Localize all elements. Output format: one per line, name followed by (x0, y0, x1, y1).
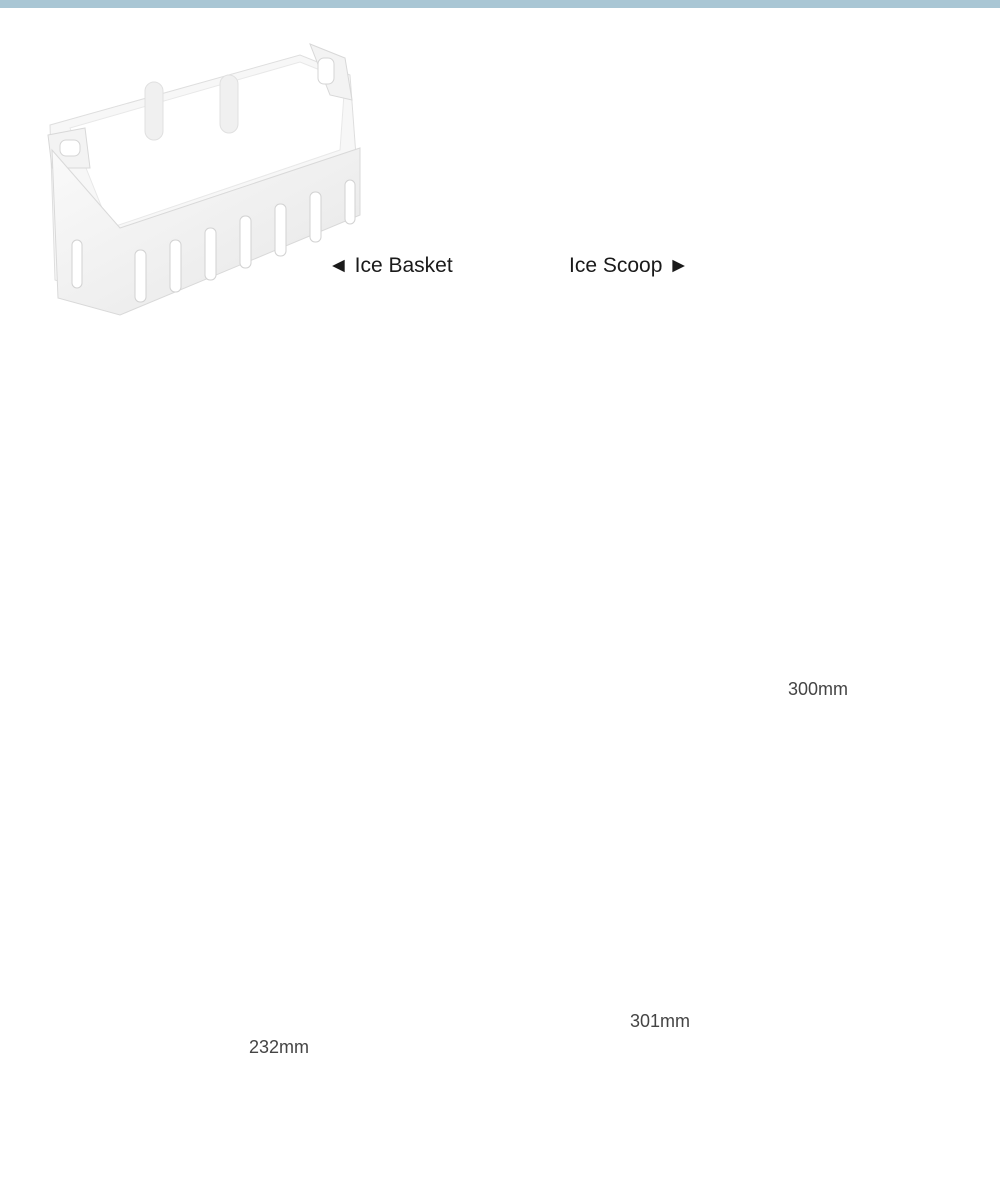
ice-scoop-label: Ice Scoop ► (569, 254, 690, 277)
height-dimension-label: 300mm (788, 679, 849, 699)
header-bar (0, 0, 1000, 8)
width-dimension-label: 301mm (630, 1011, 691, 1031)
ice-basket-label: ◄ Ice Basket (328, 254, 453, 277)
ice-basket-image (47, 43, 361, 316)
depth-dimension-label: 232mm (249, 1037, 310, 1057)
